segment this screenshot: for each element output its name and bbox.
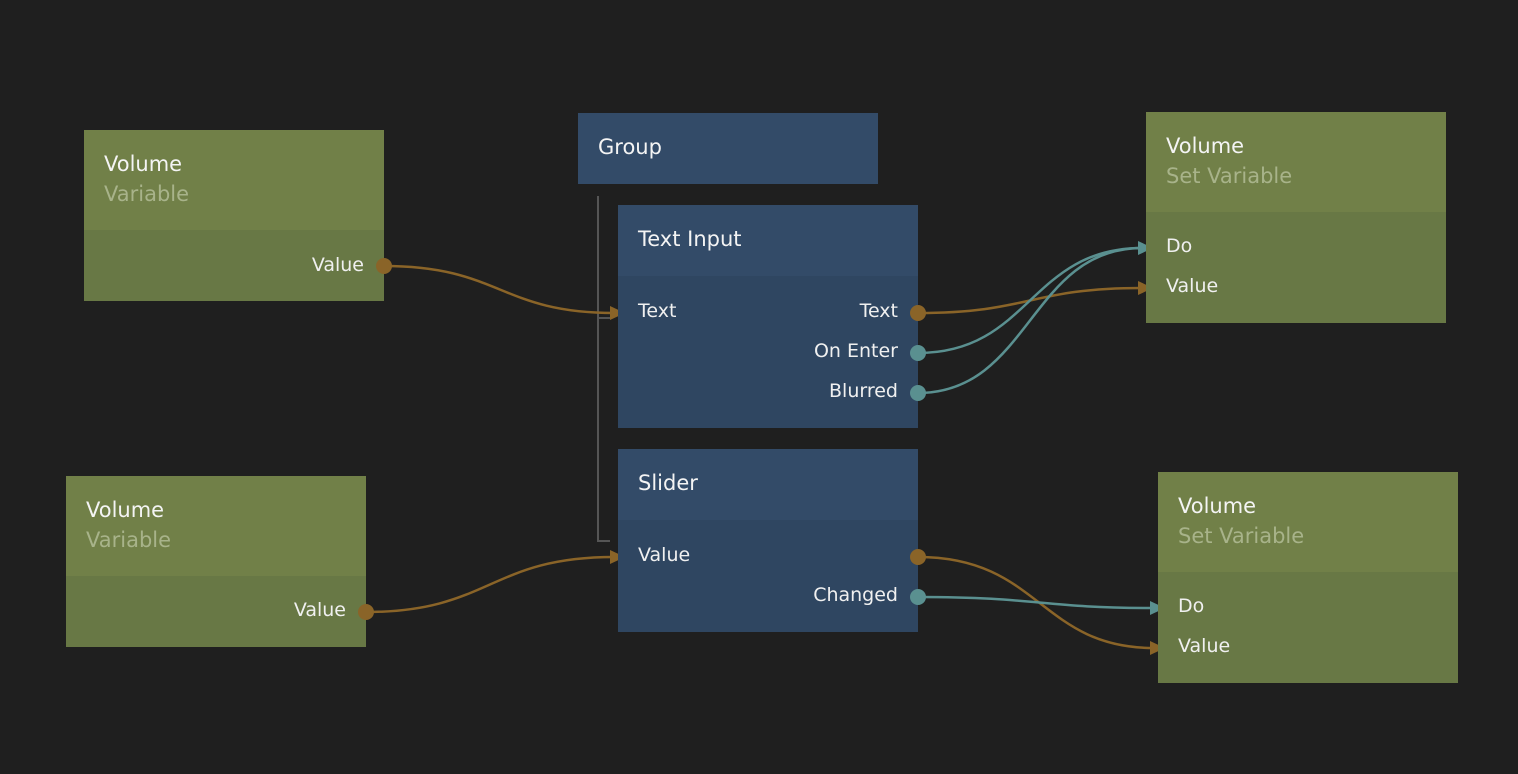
group-hierarchy-line [597,196,610,542]
input-port-value[interactable]: Value [638,544,691,566]
slider-node[interactable]: Slider Value Changed [618,449,918,632]
node-type: Set Variable [1178,524,1305,548]
node-title: Volume [104,152,183,176]
output-port-on-enter[interactable]: On Enter [813,340,898,362]
arrow-heads [610,241,1165,655]
arrow-icon [610,550,625,564]
variable-node-2[interactable]: Volume Variable Value [66,476,366,647]
arrow-icon [1150,601,1165,615]
wire-textinput-blurred-to-set1-do[interactable] [917,246,1143,395]
arrow-icon [610,306,625,320]
input-port-value[interactable]: Value [1166,275,1219,297]
variable-node-1[interactable]: Volume Variable Value [84,130,384,301]
node-title: Group [598,135,662,159]
set-variable-node-1[interactable]: Volume Set Variable Do Value [1146,112,1446,323]
text-input-node[interactable]: Text Input Text Text On Enter Blurred [618,205,918,428]
wire-slider-changed-to-set2-do[interactable] [917,595,1155,610]
node-type: Variable [104,182,190,206]
wire-var1-value-to-textinput-text[interactable] [383,264,615,315]
node-title: Text Input [638,227,742,251]
arrow-icon [1138,281,1153,295]
input-port-do[interactable]: Do [1166,235,1193,257]
arrow-icon [1150,641,1165,655]
node-title: Volume [1166,134,1245,158]
input-port-text[interactable]: Text [638,300,677,322]
output-port-value[interactable]: Value [311,254,364,276]
input-port-do[interactable]: Do [1178,595,1205,617]
output-port-changed[interactable]: Changed [813,584,898,606]
node-type: Variable [86,528,172,552]
set-variable-node-2[interactable]: Volume Set Variable Do Value [1158,472,1458,683]
wire-textinput-onenter-to-set1-do[interactable] [917,246,1143,355]
arrow-icon [1138,241,1153,255]
output-port-value[interactable]: Value [293,599,346,621]
wire-var2-value-to-slider-value[interactable] [365,555,615,614]
node-title: Volume [1178,494,1257,518]
output-port-blurred[interactable]: Blurred [829,380,898,402]
node-type: Set Variable [1166,164,1293,188]
node-title: Slider [638,471,698,495]
input-port-value[interactable]: Value [1178,635,1231,657]
node-title: Volume [86,498,165,522]
output-port-text[interactable]: Text [859,300,898,322]
group-node[interactable]: Group [578,113,878,184]
